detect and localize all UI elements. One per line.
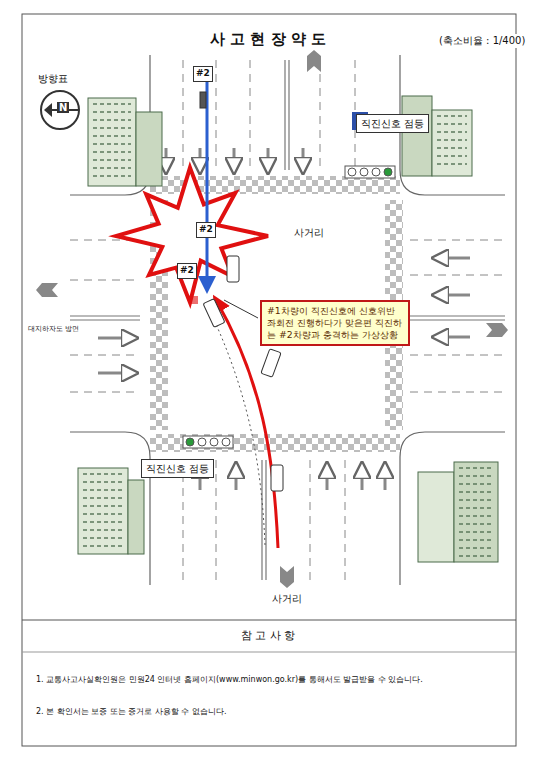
node-text: #2 xyxy=(199,224,213,236)
window-row xyxy=(83,473,123,475)
intersection-name: 사거리 xyxy=(292,226,326,240)
window-row xyxy=(437,139,467,141)
window-row xyxy=(93,143,131,145)
window-row xyxy=(437,131,467,133)
divider xyxy=(22,620,516,621)
window-row xyxy=(459,467,493,469)
node-text: 직진신호 점등 xyxy=(361,117,424,130)
note-line: 1. 교통사고사실확인원은 민원24 인터넷 홈페이지(www.minwon.g… xyxy=(34,674,425,685)
road-edge xyxy=(70,55,505,585)
window-row xyxy=(93,175,131,177)
impact-point xyxy=(190,296,198,304)
node-text: 직진신호 점등 xyxy=(146,462,209,475)
window-row xyxy=(83,521,123,523)
window-row xyxy=(83,505,123,507)
window-row xyxy=(459,507,493,509)
direction-chevron xyxy=(36,50,508,588)
window-row xyxy=(459,555,493,557)
window-row xyxy=(437,163,467,165)
window-row xyxy=(83,497,123,499)
vehicle-label: #2 xyxy=(177,263,197,279)
node-text: #1차량이 직진신호에 신호위반 좌회전 진행하다가 맞은편 직진하는 #2차량… xyxy=(267,305,403,341)
compass-letter: N xyxy=(57,102,69,113)
vehicle-label: #2 xyxy=(193,66,213,82)
lane-line xyxy=(70,60,505,580)
leader-line xyxy=(224,300,258,318)
vehicle2-path xyxy=(206,78,209,288)
window-row xyxy=(83,545,123,547)
window-row xyxy=(93,135,131,137)
window-row xyxy=(459,539,493,541)
window-row xyxy=(459,499,493,501)
divider xyxy=(22,652,516,653)
dotted-path xyxy=(215,322,265,545)
signal-label: 직진신호 점등 xyxy=(356,114,429,133)
window-row xyxy=(437,147,467,149)
title: 사 고 현 장 약 도 xyxy=(207,30,329,49)
building xyxy=(78,96,498,562)
window-row xyxy=(459,523,493,525)
window-row xyxy=(93,127,131,129)
compass-caption: 방향표 xyxy=(36,72,70,86)
node-text: #2 xyxy=(196,68,210,80)
scale-note: (축소비율 : 1/400) xyxy=(437,34,527,48)
window-row xyxy=(93,167,131,169)
direction-note: 대지하자도 방면 xyxy=(26,324,81,334)
window-row xyxy=(459,515,493,517)
window-row xyxy=(459,475,493,477)
signal-label: 직진신호 점등 xyxy=(141,459,214,478)
note-line: 2. 본 확인서는 보증 또는 증거로 사용할 수 없습니다. xyxy=(34,706,229,717)
window-row xyxy=(83,537,123,539)
window-row xyxy=(93,159,131,161)
center-line xyxy=(70,60,505,580)
window-row xyxy=(93,119,131,121)
vehicle-label: #2 xyxy=(196,222,216,238)
window-row xyxy=(437,155,467,157)
intersection-name: 사거리 xyxy=(270,592,304,606)
vehicle xyxy=(200,92,283,491)
window-row xyxy=(93,103,131,105)
window-row xyxy=(83,529,123,531)
window-row xyxy=(437,123,467,125)
window-row xyxy=(459,531,493,533)
window-row xyxy=(459,491,493,493)
collision-star xyxy=(116,168,268,303)
lane-arrow xyxy=(98,148,470,490)
page-frame xyxy=(22,14,516,746)
window-row xyxy=(83,489,123,491)
window-row xyxy=(93,111,131,113)
window-row xyxy=(459,547,493,549)
node-text: #2 xyxy=(180,265,194,277)
window-row xyxy=(93,151,131,153)
callout-box: #1차량이 직진신호에 신호위반 좌회전 진행하다가 맞은편 직진하는 #2차량… xyxy=(260,300,410,346)
window-row xyxy=(83,481,123,483)
section-heading: 참 고 사 항 xyxy=(239,628,298,643)
window-row xyxy=(83,513,123,515)
window-row xyxy=(437,115,467,117)
window-row xyxy=(459,483,493,485)
compass xyxy=(41,91,79,129)
